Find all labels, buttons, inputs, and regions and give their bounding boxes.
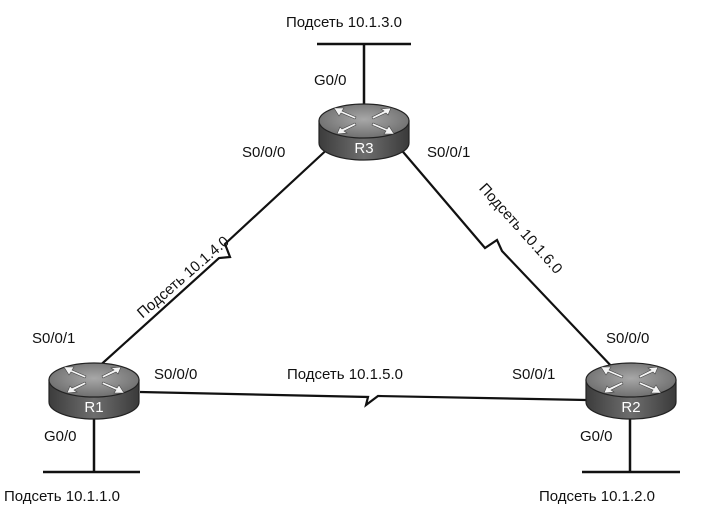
serial-link-r2-r3 bbox=[397, 145, 616, 371]
router-r1[interactable]: R1 bbox=[48, 362, 140, 420]
router-r1-label: R1 bbox=[84, 399, 103, 416]
subnet-label-r1-r2: Подсеть 10.1.5.0 bbox=[287, 366, 403, 383]
router-r2[interactable]: R2 bbox=[585, 362, 677, 420]
router-r3-label: R3 bbox=[354, 140, 373, 157]
serial-link-r1-r2 bbox=[139, 390, 587, 408]
subnet-label-r3-lan: Подсеть 10.1.3.0 bbox=[286, 14, 402, 31]
interface-label-r1-s000: S0/0/0 bbox=[154, 366, 198, 383]
serial-link-r1-r3 bbox=[94, 143, 334, 371]
router-r3[interactable]: R3 bbox=[318, 103, 410, 161]
router-r2-label: R2 bbox=[621, 399, 640, 416]
interface-label-r3-s001: S0/0/1 bbox=[427, 144, 471, 161]
interface-label-r2-s000: S0/0/0 bbox=[606, 330, 650, 347]
interface-label-r2-s001: S0/0/1 bbox=[512, 366, 556, 383]
subnet-label-r1-lan: Подсеть 10.1.1.0 bbox=[4, 488, 120, 505]
interface-label-r2-g00: G0/0 bbox=[580, 428, 613, 445]
subnet-label-r2-lan: Подсеть 10.1.2.0 bbox=[539, 488, 655, 505]
interface-label-r3-s000: S0/0/0 bbox=[242, 144, 286, 161]
interface-label-r1-g00: G0/0 bbox=[44, 428, 77, 445]
interface-label-r3-g00: G0/0 bbox=[314, 72, 347, 89]
interface-label-r1-s001: S0/0/1 bbox=[32, 330, 76, 347]
